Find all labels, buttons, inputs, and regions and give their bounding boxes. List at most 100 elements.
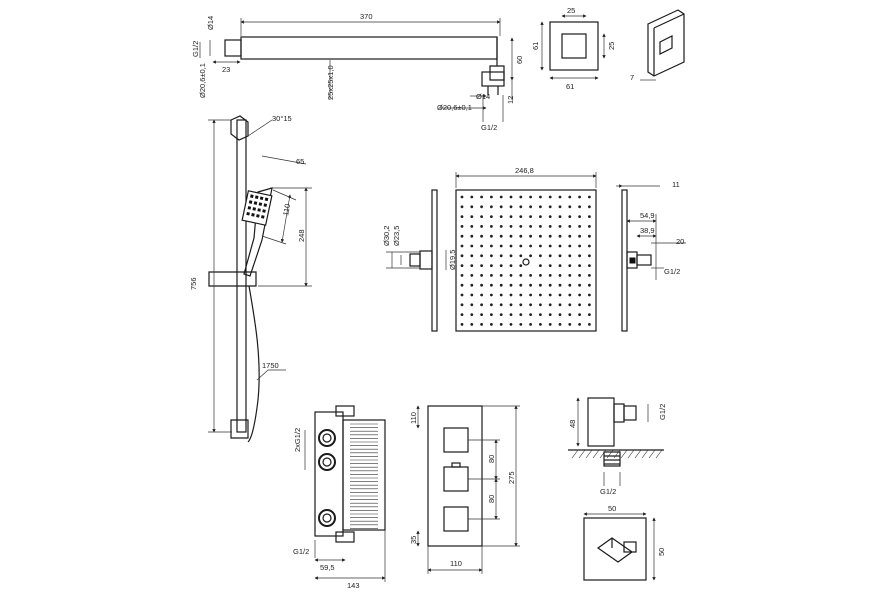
rail-h65-label: 65 xyxy=(296,157,304,166)
nozzle-dot xyxy=(548,313,552,316)
wall-outlet-view: 48 G1/2 G1/2 50 50 xyxy=(568,397,667,581)
nozzle-dot xyxy=(509,244,513,248)
nozzle-dot xyxy=(470,195,474,199)
nozzle-dot xyxy=(529,283,532,287)
outlet-h50-label: 50 xyxy=(657,548,666,556)
flange-w25-label: 25 xyxy=(567,6,575,15)
nozzle-dot xyxy=(470,303,474,307)
nozzle-dot xyxy=(460,293,464,297)
nozzle-dot xyxy=(490,293,493,297)
nozzle-dot xyxy=(509,264,513,267)
nozzle-dot xyxy=(578,323,581,326)
nozzle-dot xyxy=(460,313,464,316)
handset-nozzles xyxy=(241,190,273,226)
nozzle-dot xyxy=(460,303,464,307)
nozzle-dot xyxy=(568,244,572,248)
nozzle-dot xyxy=(470,225,474,228)
nozzle-dot xyxy=(499,323,503,326)
nozzle-dot xyxy=(529,215,532,219)
nozzle-dot xyxy=(558,313,562,316)
nozzle-dot xyxy=(480,225,483,228)
nozzle-dot xyxy=(539,323,542,326)
nozzle-dot xyxy=(519,215,523,219)
nozzle-dot xyxy=(490,303,493,307)
nozzle-dot xyxy=(529,244,532,248)
nozzle-dot xyxy=(539,293,542,297)
nozzle-dot xyxy=(480,283,483,287)
nozzle-dot xyxy=(548,264,552,267)
hatch-line xyxy=(648,449,656,459)
nozzle-dot xyxy=(519,313,523,316)
nozzle-dot xyxy=(558,254,562,258)
nozzle-dot xyxy=(470,323,474,326)
outlet-g12-side-label: G1/2 xyxy=(658,404,667,420)
nozzle-dot xyxy=(460,195,464,199)
nozzle-dot xyxy=(578,264,581,267)
plate-h110-label: 110 xyxy=(409,412,418,424)
nozzle-dot xyxy=(578,313,581,316)
flange-w7-label: 7 xyxy=(630,73,634,82)
nozzle-dot xyxy=(509,195,513,199)
nozzle-dot xyxy=(539,244,542,248)
nozzle-dot xyxy=(588,234,591,238)
nozzle-dot xyxy=(539,283,542,287)
nozzle-dot xyxy=(480,264,483,267)
nozzle-dot xyxy=(499,264,503,267)
arm-h60-label: 60 xyxy=(515,56,524,64)
nozzle-dot xyxy=(519,323,523,326)
nozzle-dot xyxy=(460,264,464,267)
hatch-line xyxy=(578,449,586,459)
nozzle-dot xyxy=(558,205,562,209)
outlet-h48-label: 48 xyxy=(568,420,577,428)
nozzle-dot xyxy=(548,293,552,297)
nozzle-dot xyxy=(519,244,523,248)
nozzle-dot xyxy=(480,323,483,326)
nozzle-dot xyxy=(539,274,542,277)
nozzle-dot xyxy=(588,313,591,316)
nozzle-dot xyxy=(529,313,532,316)
nozzle-dot xyxy=(490,323,493,326)
nozzle-dot xyxy=(578,215,581,219)
nozzle-dot xyxy=(548,244,552,248)
box-hatch xyxy=(350,423,378,529)
nozzle-dot xyxy=(568,234,572,238)
nozzle-dot xyxy=(490,215,493,219)
arm-h12-label: 12 xyxy=(506,96,515,104)
head-d19-label: Ø19,5 xyxy=(448,250,457,270)
nozzle-dot xyxy=(529,323,532,326)
nozzle-dot xyxy=(490,225,493,228)
nozzle-dot xyxy=(558,195,562,199)
nozzle-dot xyxy=(460,205,464,209)
nozzle-dot xyxy=(480,244,483,248)
nozzle-dot xyxy=(548,225,552,228)
nozzle-dot xyxy=(558,225,562,228)
nozzle-dot xyxy=(519,293,523,297)
nozzle-dot xyxy=(578,303,581,307)
hatch-line xyxy=(585,449,593,459)
nozzle-dot xyxy=(568,195,572,199)
nozzle-dot xyxy=(519,264,523,267)
nozzle-dot xyxy=(529,303,532,307)
nozzle-dot xyxy=(539,225,542,228)
nozzle-dot xyxy=(588,254,591,258)
nozzle-dot xyxy=(548,254,552,258)
nozzle-dot xyxy=(499,205,503,209)
nozzle-dot xyxy=(470,293,474,297)
nozzle-dot xyxy=(588,293,591,297)
hatch-line xyxy=(613,449,621,459)
nozzle-dot xyxy=(568,254,572,258)
nozzle-dot xyxy=(460,234,464,238)
nozzle-dot xyxy=(480,303,483,307)
nozzle-dot xyxy=(588,274,591,277)
nozzle-dot xyxy=(460,215,464,219)
nozzle-dot xyxy=(509,234,513,238)
plate-h80b-label: 80 xyxy=(487,495,496,503)
nozzle-dot xyxy=(578,195,581,199)
head-w389-label: 38,9 xyxy=(640,226,655,235)
box-w595-label: 59,5 xyxy=(320,563,335,572)
nozzle-dot xyxy=(568,205,572,209)
nozzle-dot xyxy=(578,234,581,238)
nozzle-dot xyxy=(499,225,503,228)
nozzle-dot xyxy=(558,293,562,297)
arm-d14-top-label: Ø14 xyxy=(206,16,215,30)
